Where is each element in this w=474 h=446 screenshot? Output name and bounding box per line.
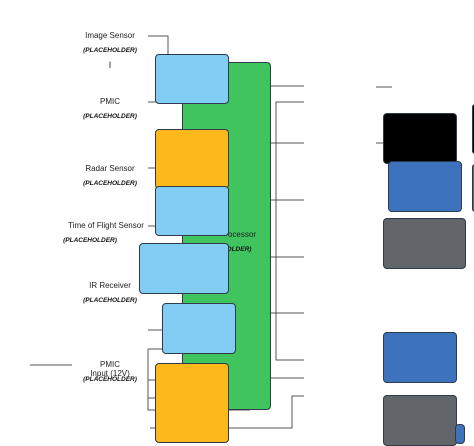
- ir-receiver-label: IR Receiver: [89, 281, 131, 290]
- gray-edge-block: [472, 164, 474, 212]
- dark-blue-block-2: [383, 332, 457, 383]
- pmic-top-label: PMIC: [100, 97, 120, 106]
- pmic-bottom-label: PMIC: [100, 360, 120, 369]
- processor-label: ocessor: [227, 230, 256, 239]
- processor-placeholder: OLDER): [226, 246, 252, 253]
- tof-sensor-placeholder: (PLACEHOLDER): [63, 237, 117, 244]
- image-sensor-placeholder: (PLACEHOLDER): [83, 47, 137, 54]
- gray-block-2: [383, 395, 457, 446]
- wire-right-bus: [275, 101, 304, 361]
- pmic-bottom-placeholder: (PLACEHOLDER): [83, 376, 137, 383]
- pmic-bottom-block: [155, 363, 229, 443]
- pmic-top-block: [155, 129, 229, 189]
- ir-receiver-placeholder: (PLACEHOLDER): [83, 297, 137, 304]
- gray-block-1: [383, 218, 466, 269]
- text-cursor-mark: I: [108, 60, 112, 70]
- tof-sensor-block: [139, 243, 229, 294]
- black-edge-block: [472, 104, 474, 154]
- pmic-top-placeholder: (PLACEHOLDER): [83, 113, 137, 120]
- dark-blue-edge-block: [455, 424, 465, 444]
- radar-sensor-label: Radar Sensor: [85, 164, 135, 173]
- tof-sensor-label: Time of Flight Sensor: [68, 221, 144, 230]
- ir-receiver-block: [162, 303, 236, 354]
- radar-sensor-placeholder: (PLACEHOLDER): [83, 180, 137, 187]
- dark-blue-block-1: [388, 161, 462, 212]
- image-sensor-label: Image Sensor: [85, 31, 135, 40]
- black-block: [383, 113, 457, 164]
- radar-sensor-block: [155, 186, 229, 236]
- input-12v-label: Input (12V): [90, 369, 130, 378]
- image-sensor-block: [155, 54, 229, 104]
